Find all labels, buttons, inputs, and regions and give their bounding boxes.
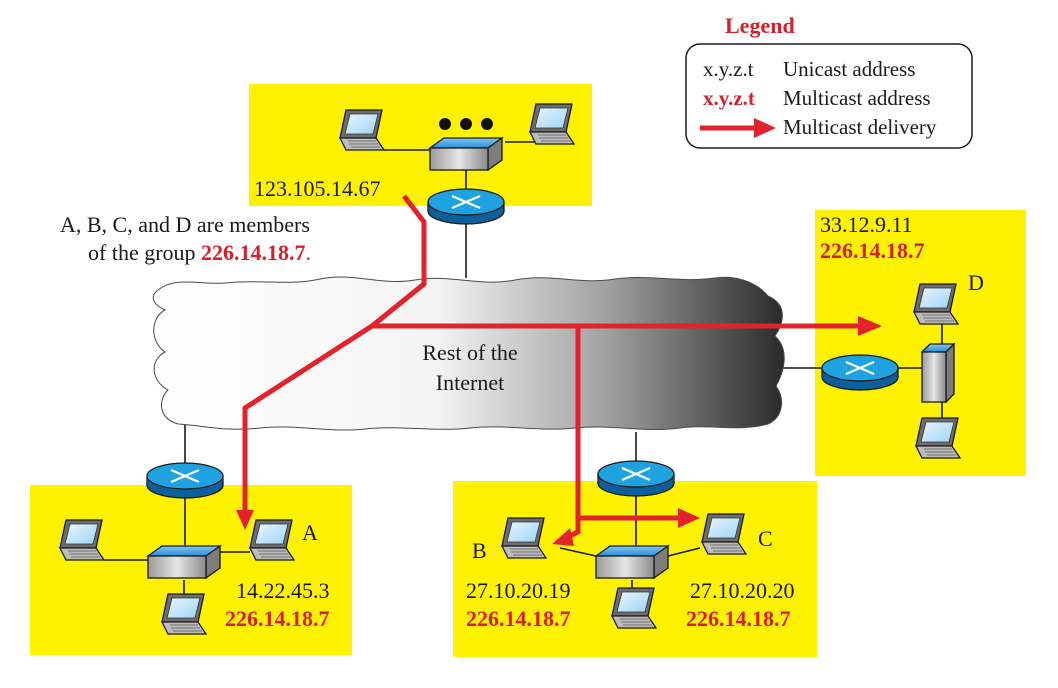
group-note-prefix: of the group <box>88 240 201 265</box>
path-trunk-to-a <box>242 194 427 512</box>
host-a-laptop <box>249 519 295 561</box>
host-b-name: B <box>472 538 487 563</box>
router-bc <box>596 459 676 498</box>
legend-unicast-sample: x.y.z.t <box>703 57 754 81</box>
arrowhead-a <box>236 510 254 530</box>
host-c-name: C <box>758 526 773 551</box>
legend-unicast-desc: Unicast address <box>783 57 915 81</box>
laptop-d-bottom <box>915 417 961 459</box>
host-d-group: 226.14.18.7 <box>820 238 925 263</box>
host-b-group: 226.14.18.7 <box>466 606 571 631</box>
group-note-address: 226.14.18.7 <box>201 240 306 265</box>
host-d-laptop <box>913 283 959 325</box>
group-note-line1: A, B, C, and D are members <box>60 212 310 237</box>
legend-multicast-sample: x.y.z.t <box>703 86 755 110</box>
legend: Legend x.y.z.t Unicast address x.y.z.t M… <box>685 13 973 149</box>
host-b-laptop <box>501 517 547 559</box>
source-laptop-right <box>529 103 575 145</box>
switch-bc <box>595 545 669 579</box>
host-a-group: 226.14.18.7 <box>225 606 330 631</box>
source-router <box>426 187 506 226</box>
group-note-line2: of the group 226.14.18.7. <box>88 240 311 265</box>
source-switch <box>429 137 503 171</box>
laptop-a-left <box>59 519 105 561</box>
group-note-suffix: . <box>306 240 312 265</box>
ellipsis-icon <box>439 118 493 130</box>
host-a-name: A <box>302 520 318 545</box>
lan-source <box>249 84 592 206</box>
legend-title: Legend <box>725 13 795 38</box>
arrowhead-c <box>678 508 700 528</box>
source-ip: 123.105.14.67 <box>254 176 381 201</box>
cloud-label-line2: Internet <box>436 370 504 395</box>
switch-d <box>921 343 955 403</box>
arrowhead-b <box>552 528 574 546</box>
source-laptop-left <box>339 109 385 151</box>
host-d-name: D <box>968 270 984 295</box>
switch-a <box>147 545 221 579</box>
router-d <box>820 353 900 392</box>
laptop-a-bottom <box>161 593 207 635</box>
host-c-group: 226.14.18.7 <box>686 606 791 631</box>
laptop-bc-bottom <box>611 587 657 629</box>
host-a-ip: 14.22.45.3 <box>236 578 330 603</box>
legend-delivery-desc: Multicast delivery <box>783 115 937 139</box>
legend-arrowhead <box>754 118 776 138</box>
cloud-label-line1: Rest of the <box>422 340 517 365</box>
legend-multicast-desc: Multicast address <box>783 86 931 110</box>
host-c-laptop <box>701 513 747 555</box>
arrowhead-d <box>858 316 882 336</box>
internet-cloud <box>152 276 785 431</box>
host-d-ip: 33.12.9.11 <box>820 212 913 237</box>
host-b-ip: 27.10.20.19 <box>466 578 571 603</box>
host-c-ip: 27.10.20.20 <box>690 578 795 603</box>
multicast-delivery-paths <box>236 194 882 546</box>
router-a <box>145 461 225 500</box>
